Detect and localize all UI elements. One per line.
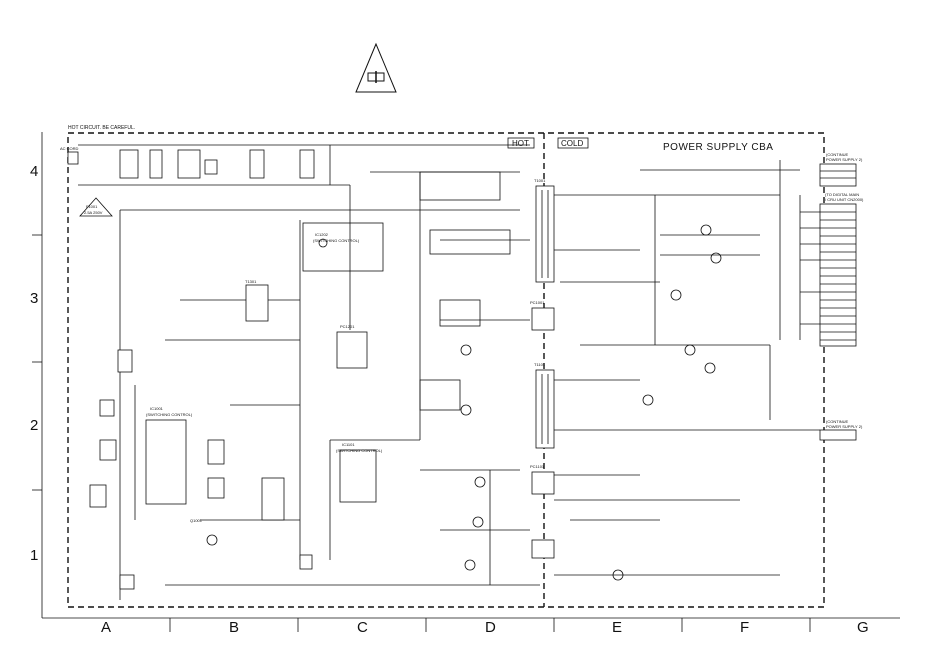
fuse-warning-icon [355, 42, 397, 93]
page-title: POWER SUPPLY CBA [663, 142, 773, 153]
photocoupler-pc1001: PC1001 [530, 300, 555, 331]
connector-mid-note-1: (TO DIGITAL MAIN [825, 192, 859, 197]
hot-side-wiring [119, 172, 540, 600]
fuse-note-top: F1001 [86, 204, 98, 209]
cold-label: COLD [561, 139, 583, 148]
column-label-b: B [229, 619, 239, 636]
pc1201: PC1201 [336, 324, 368, 369]
connector-bottom: (CONTINUE POWER SUPPLY 2) [800, 419, 863, 441]
ic1001-label: IC1001 [150, 406, 164, 411]
t1001-label: T1001 [534, 178, 546, 183]
row-axis: 4 3 2 1 [30, 132, 43, 618]
pc1101-label: PC1101 [530, 464, 545, 469]
column-label-e: E [612, 619, 622, 636]
hot-tag: HOT [507, 137, 535, 149]
q1001: Q1001 [190, 518, 218, 546]
row-label-3: 3 [30, 290, 38, 307]
fuse-warning-note: F1001 2.5A 250V [79, 197, 113, 217]
connector-top-note-2: POWER SUPPLY 2) [826, 157, 863, 162]
connector-mid-note-2: / CRU UNIT CN2000) [825, 197, 864, 202]
pc1201-label: PC1201 [340, 324, 355, 329]
transformer-t1101: T1101 [534, 362, 555, 449]
transformer-t1001: T1001 [534, 178, 555, 283]
regulator-lower-right [531, 539, 555, 559]
fuse-note-bottom: 2.5A 250V [84, 210, 103, 215]
q1001-label: Q1001 [190, 518, 203, 523]
transformer-lower-left [261, 477, 285, 521]
connector-main: (TO DIGITAL MAIN / CRU UNIT CN2000) [799, 192, 864, 347]
pc1001-label: PC1001 [530, 300, 545, 305]
ac-inlet: AC CORD [60, 146, 79, 165]
ic1001: IC1001 (SWITCHING CONTROL) [145, 406, 193, 505]
ic1101-label: IC1101 [342, 442, 355, 447]
column-axis: A B C D E F G [42, 617, 900, 636]
t1101-label: T1101 [534, 362, 546, 367]
ic1101: IC1101 (SWITCHING CONTROL) [336, 442, 383, 503]
column-label-g: G [857, 619, 869, 636]
board-outline [67, 132, 825, 608]
ac-cord-label: AC CORD [60, 146, 79, 151]
ic1202-function: (SWITCHING CONTROL) [313, 238, 360, 243]
cold-tag: COLD [557, 137, 589, 149]
connector-bottom-note-1: (CONTINUE [826, 419, 849, 424]
column-label-f: F [740, 619, 749, 636]
column-label-c: C [357, 619, 368, 636]
photocoupler-pc1101: PC1101 [530, 464, 555, 495]
row-label-2: 2 [30, 417, 38, 434]
connector-top-note-1: (CONTINUE [826, 152, 849, 157]
column-label-a: A [101, 619, 111, 636]
row-label-4: 4 [30, 163, 38, 180]
cold-side-wiring [460, 160, 800, 581]
hot-label: HOT [512, 139, 529, 148]
line-filter [78, 144, 530, 330]
row-label-1: 1 [30, 547, 38, 564]
t1301-label: T1301 [245, 279, 257, 284]
hot-circuit-note: HOT CIRCUIT. BE CAREFUL. [68, 125, 135, 131]
connector-bottom-note-2: POWER SUPPLY 2) [826, 424, 863, 429]
connector-top: (CONTINUE POWER SUPPLY 2) [819, 152, 863, 187]
ic1101-function: (SWITCHING CONTROL) [336, 448, 383, 453]
ic1202: IC1202 (SWITCHING CONTROL) [302, 222, 384, 272]
ic1001-function: (SWITCHING CONTROL) [146, 412, 193, 417]
transformer-t1301: T1301 [245, 279, 269, 322]
capacitor-bank-left [89, 171, 511, 590]
ic1202-label: IC1202 [315, 232, 329, 237]
column-label-d: D [485, 619, 496, 636]
